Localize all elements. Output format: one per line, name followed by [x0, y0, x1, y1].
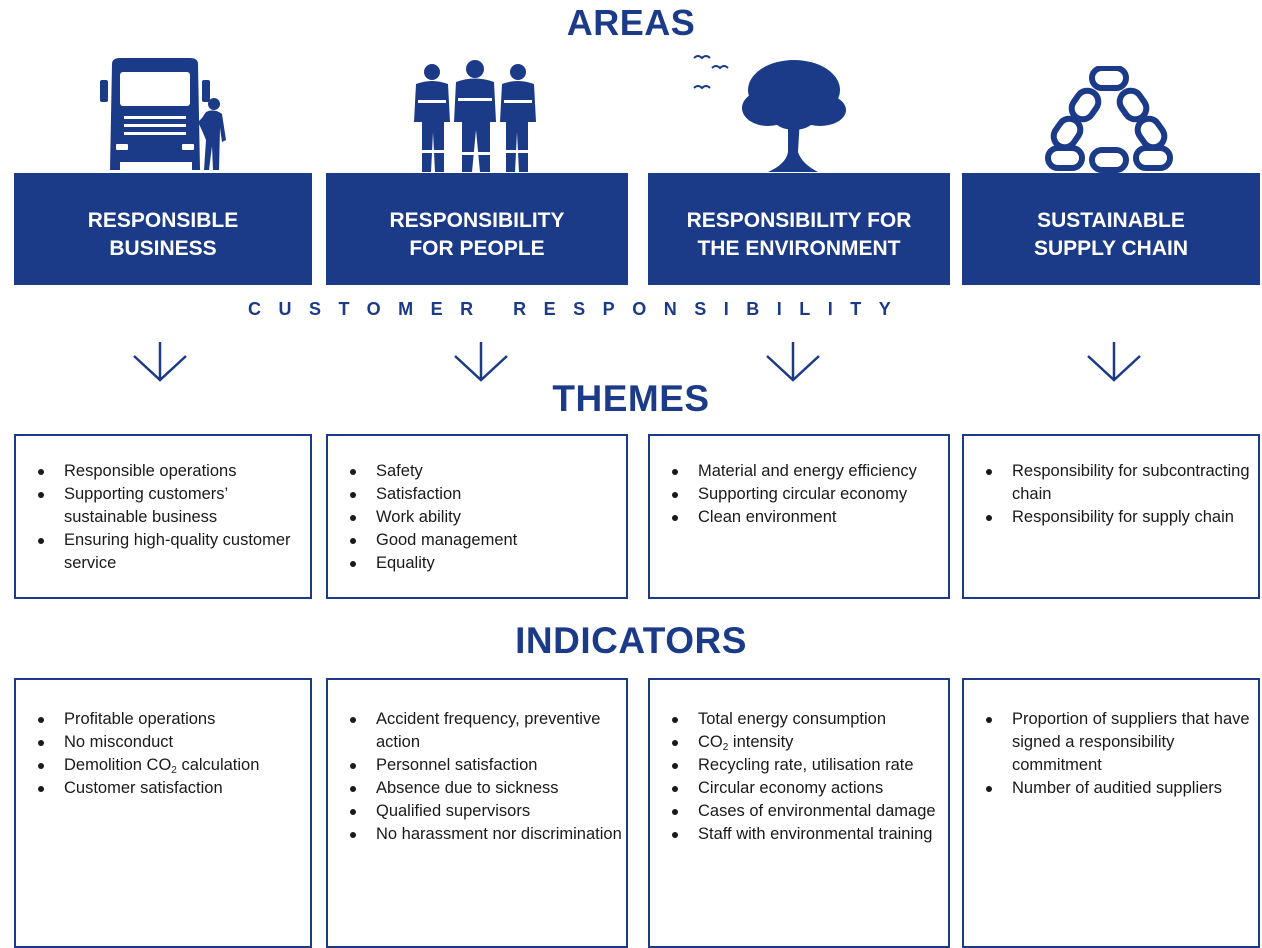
indicators-panel-environment: Total energy consumption CO2 intensity R… — [648, 678, 950, 948]
workers-group-icon — [414, 60, 536, 172]
list-item: Demolition CO2 calculation — [38, 754, 310, 777]
area-responsibility-for-people: RESPONSIBILITY FOR PEOPLE — [326, 173, 628, 285]
list-item: Supporting circular economy — [672, 483, 948, 506]
area-title-line1: RESPONSIBILITY — [389, 209, 565, 232]
list-item: Supporting customers’ sustainable busine… — [38, 483, 310, 529]
themes-panel-business: Responsible operations Supporting custom… — [14, 434, 312, 599]
list-item: Profitable operations — [38, 708, 310, 731]
themes-panel-environment: Material and energy efficiency Supportin… — [648, 434, 950, 599]
list-item: Recycling rate, utilisation rate — [672, 754, 948, 777]
customer-responsibility-banner: CUSTOMER RESPONSIBILITY — [248, 299, 909, 319]
list-item: Number of auditied suppliers — [986, 777, 1258, 800]
down-arrow-icon — [133, 342, 187, 382]
area-title-line1: RESPONSIBILITY FOR — [686, 209, 912, 232]
area-title-line2: SUPPLY CHAIN — [1033, 237, 1189, 260]
list-item: Responsibility for subcontracting chain — [986, 460, 1258, 506]
tree-and-birds-icon — [693, 55, 846, 172]
list-item: Ensuring high-quality customer service — [38, 529, 310, 575]
subscript: 2 — [171, 765, 177, 776]
list-item: Total energy consumption — [672, 708, 948, 731]
area-sustainable-supply-chain: SUSTAINABLE SUPPLY CHAIN — [962, 173, 1260, 285]
indicators-heading: INDICATORS — [515, 620, 747, 661]
list-item: Absence due to sickness — [350, 777, 626, 800]
down-arrow-icon — [454, 342, 508, 382]
list-item: Cases of environmental damage — [672, 800, 948, 823]
list-item: Customer satisfaction — [38, 777, 310, 800]
indicators-list: Profitable operations No misconduct Demo… — [16, 708, 310, 800]
themes-panel-supply-chain: Responsibility for subcontracting chain … — [962, 434, 1260, 599]
indicator-text: calculation — [176, 756, 260, 774]
area-title-line1: RESPONSIBLE — [87, 209, 239, 232]
area-title-line2: THE ENVIRONMENT — [697, 237, 901, 260]
area-title-line2: BUSINESS — [109, 237, 217, 260]
areas-heading: AREAS — [566, 2, 696, 43]
indicators-list: Proportion of suppliers that have signed… — [964, 708, 1258, 800]
indicator-text: CO — [698, 733, 723, 751]
indicator-text: intensity — [728, 733, 794, 751]
list-item: No misconduct — [38, 731, 310, 754]
down-arrow-icon — [1087, 342, 1141, 382]
list-item: Material and energy efficiency — [672, 460, 948, 483]
list-item: Staff with environmental training — [672, 823, 948, 846]
list-item: Satisfaction — [350, 483, 626, 506]
subscript: 2 — [722, 742, 729, 753]
list-item: Safety — [350, 460, 626, 483]
themes-list: Responsible operations Supporting custom… — [16, 460, 310, 575]
indicators-panel-people: Accident frequency, preventive action Pe… — [326, 678, 628, 948]
list-item: Proportion of suppliers that have signed… — [986, 708, 1258, 777]
area-title-line2: FOR PEOPLE — [409, 237, 545, 260]
themes-heading: THEMES — [552, 378, 710, 419]
list-item: Clean environment — [672, 506, 948, 529]
indicators-panel-business: Profitable operations No misconduct Demo… — [14, 678, 312, 948]
indicator-text: Demolition CO — [64, 756, 172, 774]
themes-panel-people: Safety Satisfaction Work ability Good ma… — [326, 434, 628, 599]
themes-list: Safety Satisfaction Work ability Good ma… — [328, 460, 626, 575]
list-item: Personnel satisfaction — [350, 754, 626, 777]
indicators-list: Accident frequency, preventive action Pe… — [328, 708, 626, 846]
area-responsibility-for-environment: RESPONSIBILITY FOR THE ENVIRONMENT — [648, 173, 950, 285]
list-item: Circular economy actions — [672, 777, 948, 800]
themes-list: Material and energy efficiency Supportin… — [650, 460, 948, 529]
list-item: Work ability — [350, 506, 626, 529]
indicators-panel-supply-chain: Proportion of suppliers that have signed… — [962, 678, 1260, 948]
list-item: CO2 intensity — [672, 731, 948, 754]
indicators-list: Total energy consumption CO2 intensity R… — [650, 708, 948, 846]
list-item: Good management — [350, 529, 626, 552]
area-responsible-business: RESPONSIBLE BUSINESS — [14, 173, 312, 285]
list-item: Qualified supervisors — [350, 800, 626, 823]
list-item: Accident frequency, preventive action — [350, 708, 626, 754]
themes-list: Responsibility for subcontracting chain … — [964, 460, 1258, 529]
truck-with-worker-icon — [100, 58, 226, 170]
list-item: No harassment nor discrimination — [350, 823, 626, 846]
area-title-line1: SUSTAINABLE — [1037, 209, 1185, 232]
list-item: Responsible operations — [38, 460, 310, 483]
chain-triangle-icon — [1045, 66, 1173, 173]
list-item: Equality — [350, 552, 626, 575]
list-item: Responsibility for supply chain — [986, 506, 1258, 529]
down-arrow-icon — [766, 342, 820, 382]
